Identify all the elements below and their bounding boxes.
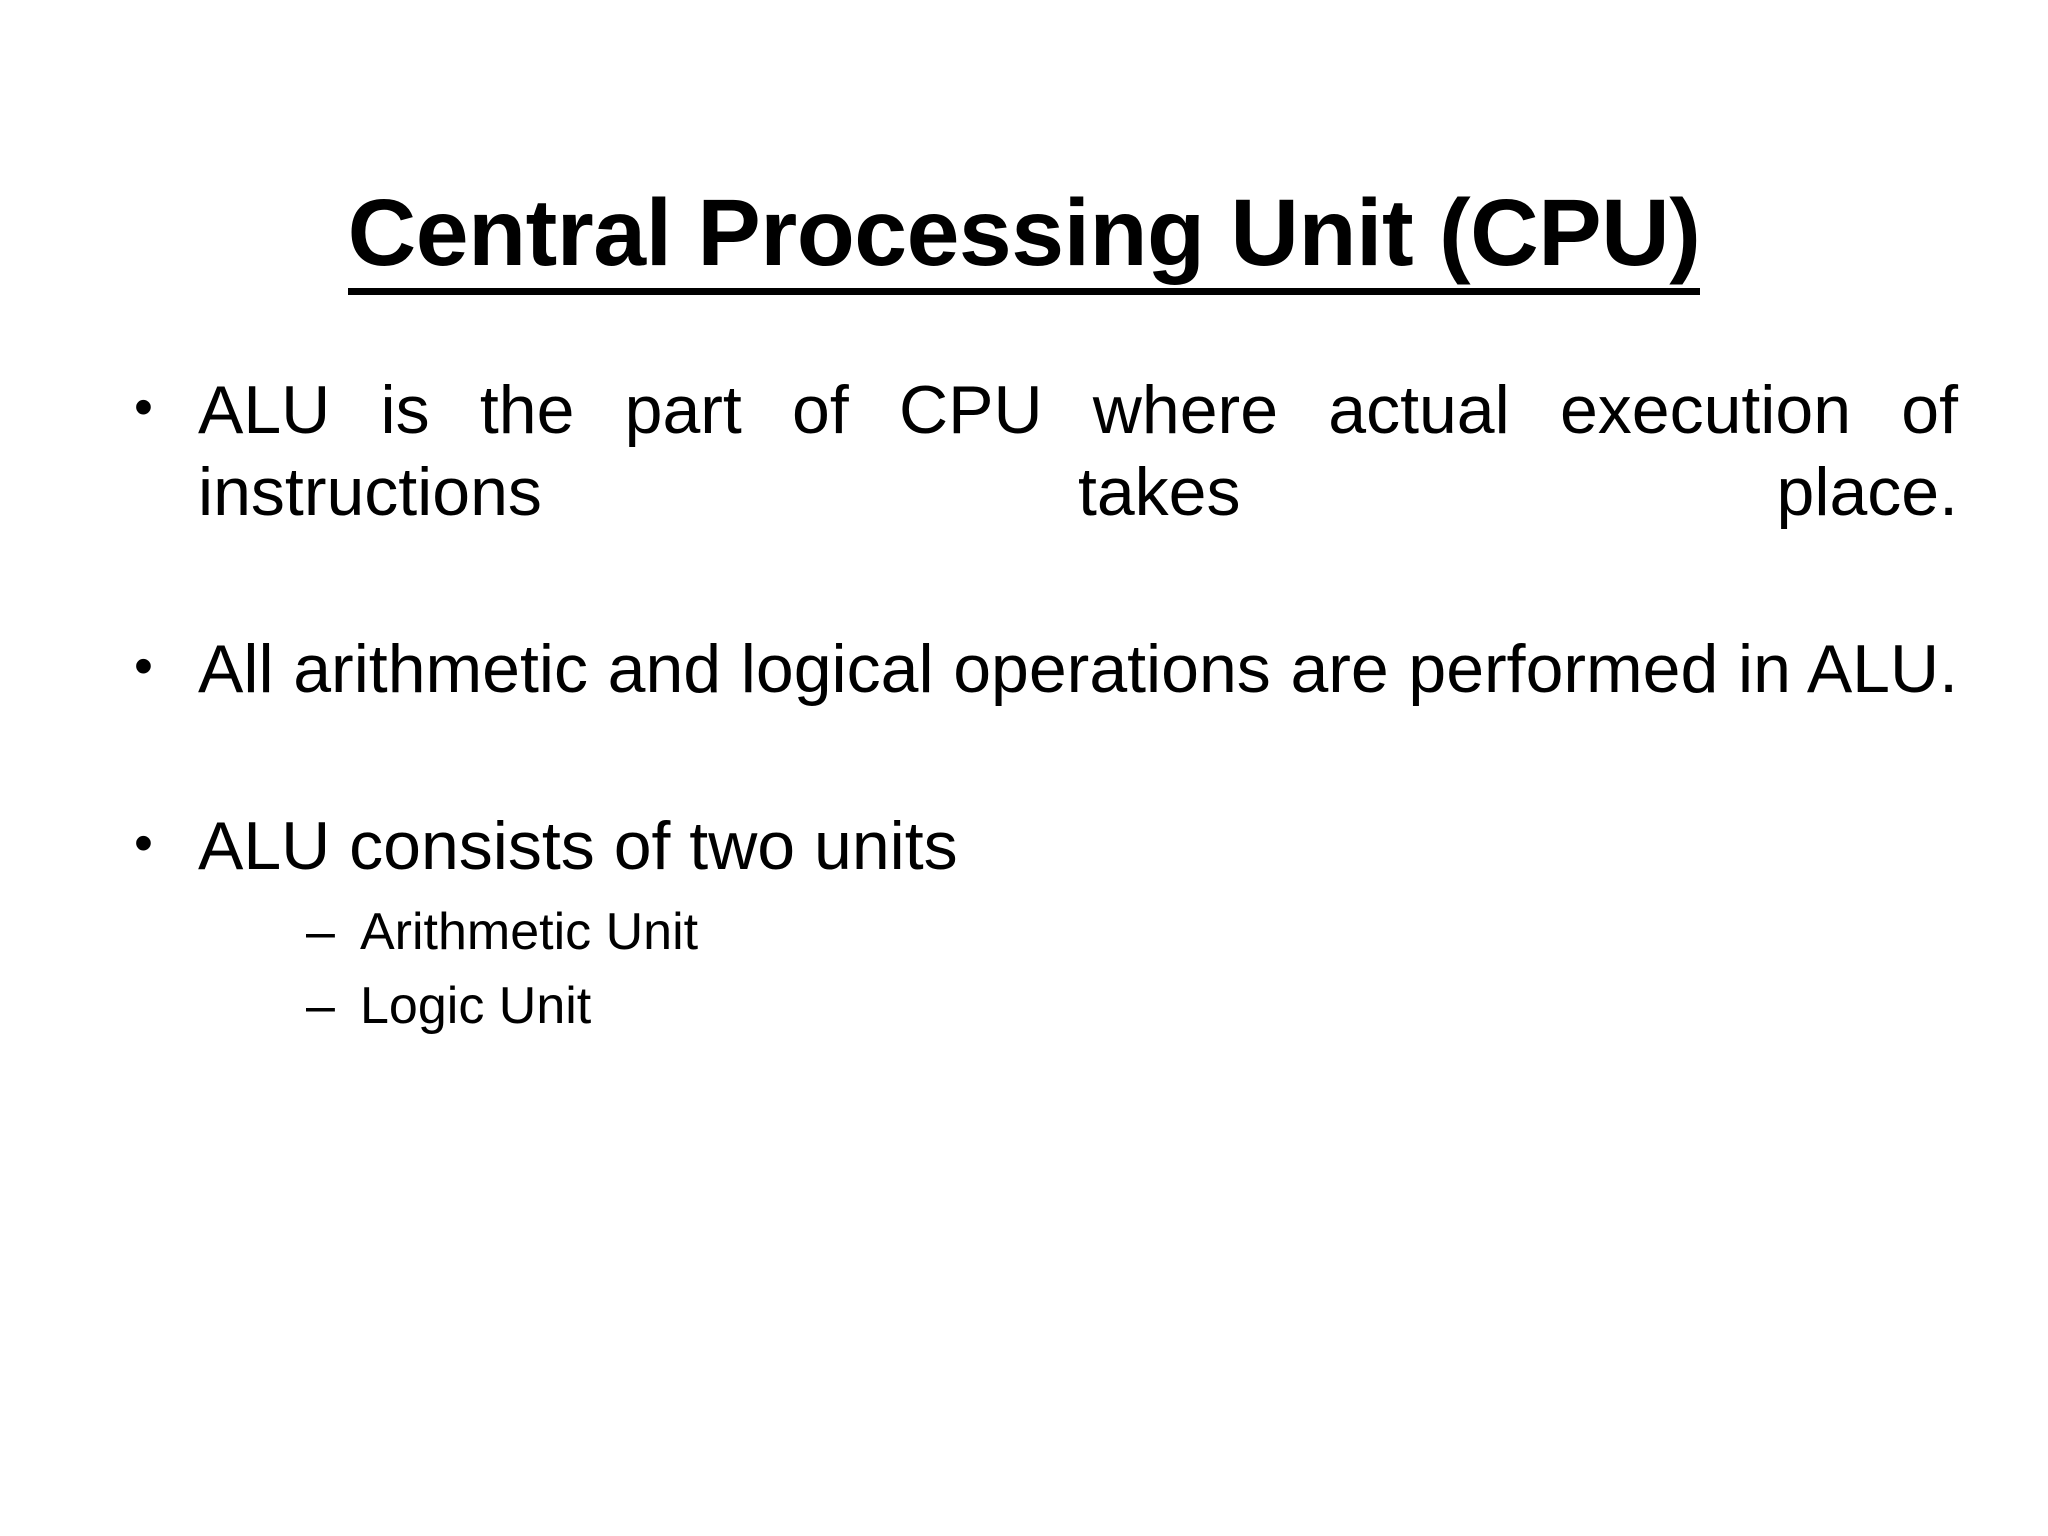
- bullet-text: ALU consists of two units: [198, 807, 958, 884]
- sub-bullet-text: Arithmetic Unit: [360, 902, 699, 961]
- slide-body: • ALU is the part of CPU where actual ex…: [118, 370, 1958, 1055]
- bullet-marker-icon: •: [134, 377, 153, 437]
- sub-bullet-list: – Arithmetic Unit – Logic Unit: [298, 898, 1958, 1041]
- list-item: • ALU is the part of CPU where actual ex…: [118, 370, 1958, 615]
- dash-marker-icon: –: [306, 977, 335, 1036]
- sub-bullet-text: Logic Unit: [360, 977, 592, 1036]
- sub-bullet-wrapper: – Arithmetic Unit – Logic Unit: [298, 898, 1958, 1041]
- list-item: – Arithmetic Unit: [298, 898, 1958, 967]
- bullet-marker-icon: •: [134, 812, 153, 873]
- bullet-list: • ALU is the part of CPU where actual ex…: [118, 370, 1958, 1041]
- page-title: Central Processing Unit (CPU): [347, 182, 1701, 296]
- bullet-text: ALU is the part of CPU where actual exec…: [198, 372, 1958, 530]
- bullet-text: All arithmetic and logical operations ar…: [198, 630, 1958, 707]
- title-block: Central Processing Unit (CPU): [0, 118, 2048, 359]
- bullet-marker-icon: •: [134, 635, 153, 696]
- list-item: • All arithmetic and logical operations …: [118, 629, 1958, 792]
- list-item: • ALU consists of two units – Arithmetic…: [118, 806, 1958, 1041]
- dash-marker-icon: –: [306, 902, 335, 961]
- list-item: – Logic Unit: [298, 972, 1958, 1041]
